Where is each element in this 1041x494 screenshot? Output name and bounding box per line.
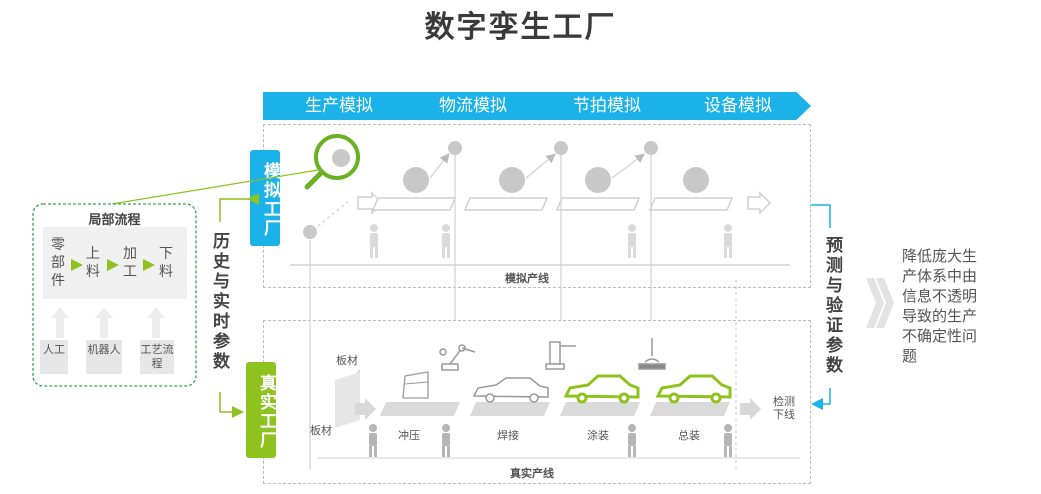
sim-workers (370, 224, 732, 258)
real-factory-label: 真实工厂 (246, 362, 276, 458)
source-process: 工艺流程 (140, 340, 174, 374)
door-icon (402, 371, 429, 399)
source-manual: 人工 (40, 340, 68, 374)
magnifier-icon (304, 134, 360, 190)
sheet-label-bottom: 板材 (310, 424, 332, 437)
car-frame-green-icon (563, 374, 640, 404)
car-white-icon (472, 377, 549, 403)
chevron-arrows (866, 278, 894, 328)
sheet-label-top: 板材 (336, 354, 358, 367)
real-workers (369, 424, 732, 457)
paint-robot-icon (545, 341, 576, 370)
sim-links (309, 153, 737, 470)
inspection-offline: 检测下线 (773, 395, 795, 421)
car-green-icon (655, 374, 732, 404)
sim-nodes (303, 141, 709, 239)
tab-equipment-sim[interactable]: 设备模拟 (665, 92, 811, 120)
tab-takt-sim[interactable]: 节拍模拟 (531, 92, 683, 120)
source-robot: 机器人 (86, 340, 122, 374)
sim-line-label: 模拟产线 (505, 272, 549, 285)
crane-icon (638, 338, 666, 370)
flow-step-loading: 上料 (86, 246, 100, 280)
stage-stamping: 冲压 (398, 429, 420, 442)
predict-verify-params: 预测与验证参数 (822, 236, 842, 376)
tab-logistics-sim[interactable]: 物流模拟 (397, 92, 549, 120)
sim-line (290, 191, 790, 266)
robot-arm-icon (439, 344, 476, 371)
tab-production-sim[interactable]: 生产模拟 (263, 92, 415, 120)
stage-assembly: 总装 (678, 429, 700, 442)
stage-painting: 涂装 (587, 429, 609, 442)
history-realtime-params: 历史与实时参数 (209, 232, 229, 372)
flow-step-parts: 零部件 (51, 237, 65, 289)
local-flow-title: 局部流程 (88, 213, 141, 228)
real-line (318, 369, 800, 459)
outcome-text: 降低庞大生产体系中由信息不透明导致的生产不确定性问题 (902, 247, 978, 365)
stage-welding: 焊接 (497, 429, 519, 442)
real-line-label: 真实产线 (510, 467, 554, 480)
flow-step-unloading: 下料 (159, 246, 173, 280)
source-arrows (51, 307, 165, 338)
page-title: 数字孪生工厂 (424, 10, 617, 45)
flow-step-processing: 加工 (123, 246, 137, 280)
